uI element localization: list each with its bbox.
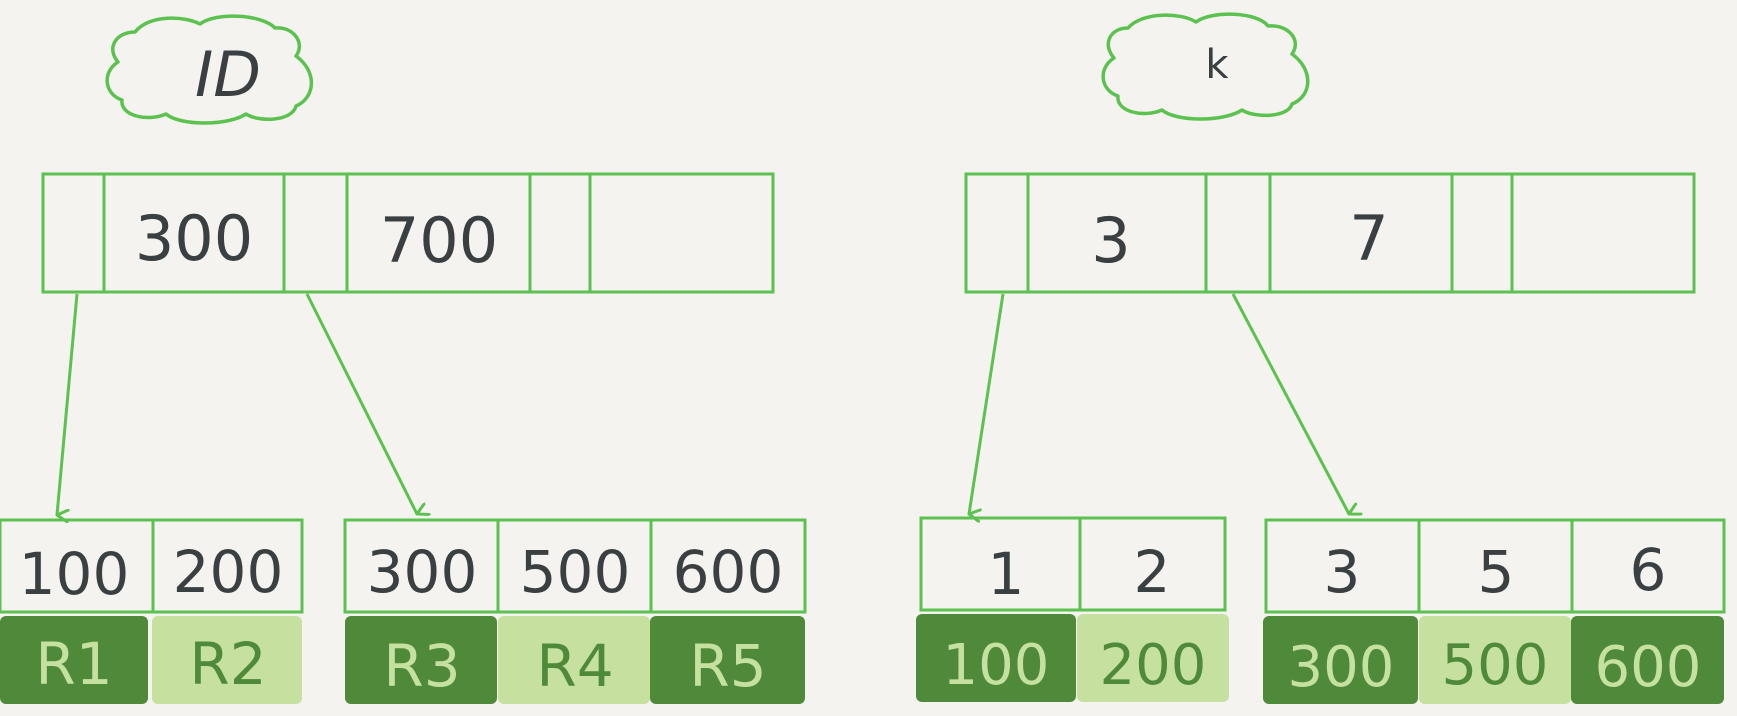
row-value: R5 bbox=[689, 632, 766, 700]
pointer-arrow bbox=[305, 293, 417, 514]
root-key: 7 bbox=[1349, 202, 1388, 275]
pointer-arrow bbox=[1231, 293, 1349, 514]
leaf-key: 200 bbox=[173, 538, 284, 606]
root-key: 300 bbox=[135, 202, 253, 275]
row-value: 100 bbox=[943, 633, 1050, 698]
root-key: 700 bbox=[380, 204, 498, 277]
value-cell bbox=[498, 616, 650, 704]
value-cell bbox=[345, 616, 497, 704]
leaf-key: 5 bbox=[1478, 538, 1515, 606]
cloud-shape bbox=[105, 14, 314, 125]
tree-title: ID bbox=[195, 38, 261, 111]
leaf-key: 6 bbox=[1630, 536, 1667, 604]
row-value: 600 bbox=[1595, 635, 1702, 700]
cloud-shape bbox=[1101, 12, 1310, 121]
leaf-node: 300 500 600 R3 R4 R5 bbox=[343, 518, 807, 704]
pointer-arrow bbox=[57, 293, 79, 515]
value-cell bbox=[1571, 616, 1724, 704]
value-cell bbox=[1077, 614, 1229, 702]
value-cell bbox=[152, 616, 302, 704]
value-cell bbox=[916, 614, 1076, 702]
leaf-key: 500 bbox=[520, 538, 631, 606]
value-cell bbox=[650, 616, 805, 704]
leaf-key: 3 bbox=[1324, 538, 1361, 606]
root-node: 3 7 bbox=[964, 172, 1696, 294]
row-value: 200 bbox=[1100, 633, 1207, 698]
leaf-key: 1 bbox=[988, 540, 1025, 608]
leaf-node: 100 200 R1 R2 bbox=[0, 518, 304, 704]
tree-title: k bbox=[1205, 42, 1229, 88]
value-cell bbox=[0, 616, 148, 704]
root-node: 300 700 bbox=[41, 172, 775, 294]
leaf-key: 600 bbox=[673, 538, 784, 606]
leaf-node: 3 5 6 300 500 600 bbox=[1263, 518, 1726, 704]
leaf-key: 2 bbox=[1134, 538, 1171, 606]
value-cell bbox=[1263, 616, 1418, 704]
pointer-arrow bbox=[969, 293, 1005, 514]
root-key: 3 bbox=[1091, 204, 1130, 277]
value-cell bbox=[1419, 616, 1571, 704]
row-value: R3 bbox=[383, 632, 460, 700]
leaf-node: 1 2 100 200 bbox=[916, 516, 1229, 702]
row-value: 300 bbox=[1288, 635, 1395, 700]
row-value: R1 bbox=[35, 630, 112, 698]
tree-k: k 3 7 1 2 100 200 bbox=[916, 12, 1726, 704]
row-value: 500 bbox=[1442, 633, 1549, 698]
leaf-key: 100 bbox=[19, 540, 130, 608]
leaf-key: 300 bbox=[367, 538, 478, 606]
row-value: R4 bbox=[536, 632, 613, 700]
row-value: R2 bbox=[189, 630, 266, 698]
tree-id: ID 300 700 100 200 R1 R2 bbox=[0, 14, 807, 704]
